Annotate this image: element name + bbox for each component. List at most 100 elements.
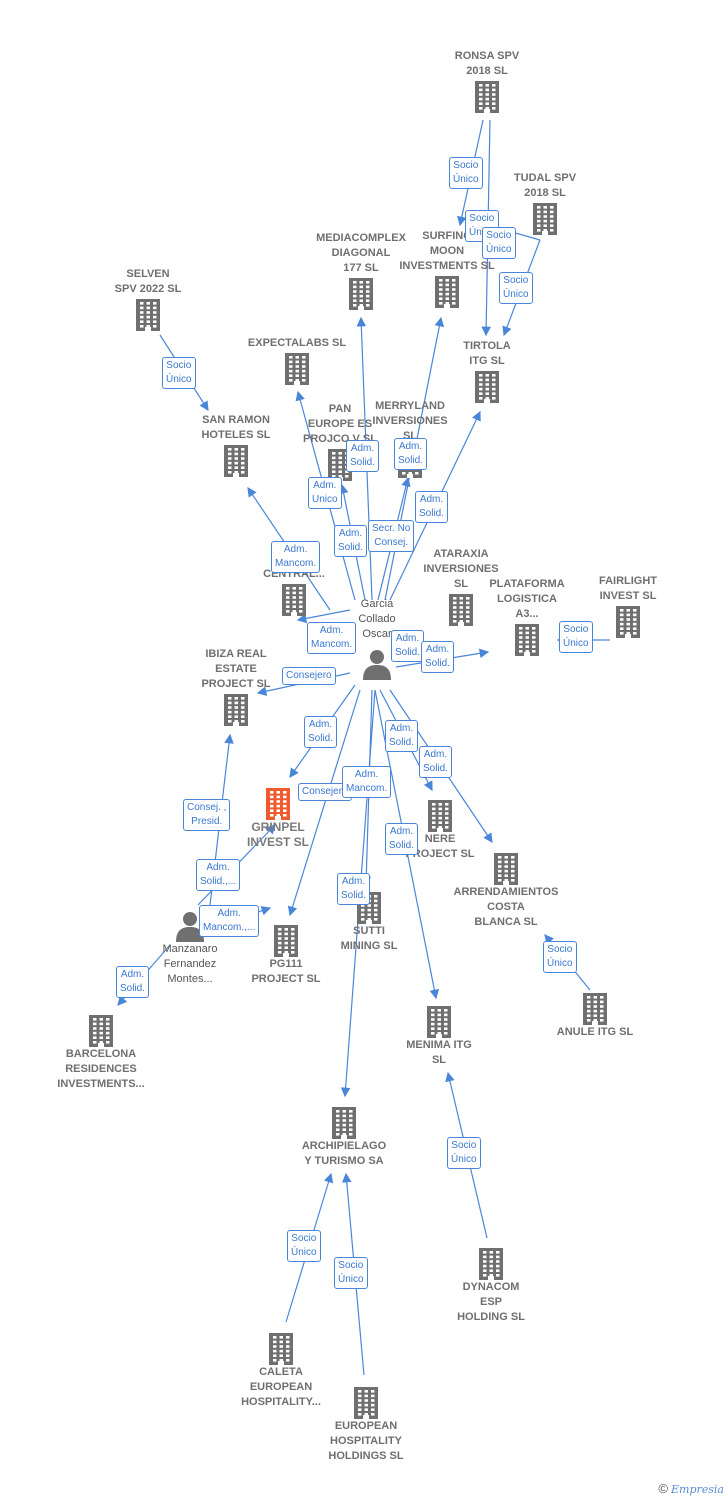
edge-label-garcia-merryland[interactable]: Secr. No Consej. (368, 520, 415, 552)
node-menima[interactable]: MENIMA ITG SL (364, 1004, 514, 1068)
building-icon (224, 445, 248, 477)
edge-line-garcia-pg111 (287, 689, 361, 917)
edge-label-dynacom-menima[interactable]: Socio Único (447, 1137, 481, 1169)
node-selven[interactable]: SELVEN SPV 2022 SL (73, 267, 223, 331)
node-caleta[interactable]: CALETA EUROPEAN HOSPITALITY... (206, 1331, 356, 1410)
edge-label-garcia-expectalabs[interactable]: Adm. Unico (308, 477, 342, 509)
edge-label-garcia-ataraxia[interactable]: Adm. Solid. (391, 630, 425, 662)
node-tudal[interactable]: TUDAL SPV 2018 SL (470, 171, 620, 235)
building-icon (136, 299, 160, 331)
edge-label-garcia-grinpel[interactable]: Adm. Solid. (304, 716, 338, 748)
edge-label-fairlight-plataforma[interactable]: Socio Único (559, 621, 593, 653)
node-label: IBIZA REAL ESTATE PROJECT SL (201, 648, 271, 690)
node-manzanaro[interactable]: Manzanaro Fernandez Montes... (115, 910, 265, 987)
node-label: GRINPEL INVEST SL (246, 820, 309, 849)
node-mediacomplex[interactable]: MEDIACOMPLEX DIAGONAL 177 SL (286, 231, 436, 310)
node-surfing[interactable]: SURFING MOON INVESTMENTS SL (372, 229, 522, 308)
edge-label-caleta-archipielago[interactable]: Socio Único (287, 1230, 321, 1262)
edge-label-selven-sanramon[interactable]: Socio Único (162, 357, 196, 389)
building-icon (475, 371, 499, 403)
node-anule[interactable]: ANULE ITG SL (520, 991, 670, 1040)
building-icon (266, 788, 290, 820)
node-nere[interactable]: NERE PROJECT SL (365, 798, 515, 862)
node-label: ATARAXIA INVERSIONES SL (423, 548, 499, 590)
building-icon (475, 81, 499, 113)
edge-label-garcia-arrendamientos[interactable]: Adm. Solid. (419, 746, 453, 778)
edge-label-garcia-mediacomplex[interactable]: Adm. Solid. (346, 440, 380, 472)
edge-label-garcia-sutti[interactable]: Adm. Mancom. (342, 766, 392, 798)
node-expectalabs[interactable]: EXPECTALABS SL (222, 336, 372, 385)
edge-label-anule-arrendamientos[interactable]: Socio Único (543, 941, 577, 973)
edge-label-manzanaro-barcelona[interactable]: Adm. Solid. (116, 966, 150, 998)
node-label: MERRYLAND INVERSIONES SL (372, 400, 448, 442)
node-ataraxia[interactable]: ATARAXIA INVERSIONES SL (386, 547, 536, 626)
edge-label-garcia-central[interactable]: Adm. Mancom. (307, 622, 357, 654)
edge-label-manzanaro-pg111[interactable]: Adm. Mancom.,... (199, 905, 260, 937)
edge-label-garcia-archipielago[interactable]: Adm. Solid. (337, 873, 371, 905)
building-icon (583, 993, 607, 1025)
building-icon (224, 694, 248, 726)
edge-label-garcia-plataforma[interactable]: Adm. Solid. (421, 641, 455, 673)
node-tirtola[interactable]: TIRTOLA ITG SL (412, 339, 562, 403)
building-icon (282, 584, 306, 616)
building-icon (354, 1387, 378, 1419)
node-label: SUTTI MINING SL (340, 925, 398, 952)
edge-label-tudal-tirtola[interactable]: Socio Único (499, 272, 533, 304)
node-label: ANULE ITG SL (556, 1026, 634, 1038)
building-icon (332, 1107, 356, 1139)
node-dynacom[interactable]: DYNACOM ESP HOLDING SL (416, 1246, 566, 1325)
node-label: RONSA SPV 2018 SL (454, 50, 520, 77)
footer-brand: © Empresia (658, 1481, 724, 1496)
edge-label-garcia-sanramon[interactable]: Adm. Mancom. (271, 541, 321, 573)
building-icon (427, 1006, 451, 1038)
node-barcelona[interactable]: BARCELONA RESIDENCES INVESTMENTS... (26, 1013, 176, 1092)
node-label: MENIMA ITG SL (406, 1039, 472, 1066)
person-icon (363, 650, 391, 680)
node-sanramon[interactable]: SAN RAMON HOTELES SL (161, 413, 311, 477)
edge-label-garcia-surfing[interactable]: Adm. Solid. (394, 438, 428, 470)
edge-label-garcia-menima[interactable]: Adm. Solid. (385, 823, 419, 855)
node-pan[interactable]: PAN EUROPE ES PROJCO V SL (265, 402, 415, 481)
building-icon (428, 800, 452, 832)
node-ronsa[interactable]: RONSA SPV 2018 SL (412, 49, 562, 113)
node-label: SURFING MOON INVESTMENTS SL (399, 230, 495, 272)
edge-label-manzanaro-grinpel[interactable]: Adm. Solid.,... (196, 859, 241, 891)
node-archipielago[interactable]: ARCHIPIELAGO Y TURISMO SA (269, 1105, 419, 1169)
node-label: Garcia Collado Oscar (358, 598, 396, 640)
building-icon (479, 1248, 503, 1280)
node-plataforma[interactable]: PLATAFORMA LOGISTICA A3... (452, 577, 602, 656)
edge-label-garcia-ibiza[interactable]: Consejero (282, 667, 336, 685)
node-label: EUROPEAN HOSPITALITY HOLDINGS SL (328, 1420, 404, 1462)
node-pg111[interactable]: PG111 PROJECT SL (211, 923, 361, 987)
node-garcia[interactable]: Garcia Collado Oscar (302, 597, 452, 680)
node-arrendamientos[interactable]: ARRENDAMIENTOS COSTA BLANCA SL (431, 851, 581, 930)
node-label: DYNACOM ESP HOLDING SL (457, 1281, 525, 1323)
node-label: SAN RAMON HOTELES SL (201, 414, 271, 441)
edge-label-tudal-surfing[interactable]: Socio Único (482, 227, 516, 259)
node-label: SELVEN SPV 2022 SL (114, 268, 182, 295)
building-icon (349, 278, 373, 310)
edge-label-garcia-tirtola[interactable]: Adm. Solid. (415, 491, 449, 523)
node-ibiza[interactable]: IBIZA REAL ESTATE PROJECT SL (161, 647, 311, 726)
node-european[interactable]: EUROPEAN HOSPITALITY HOLDINGS SL (291, 1385, 441, 1464)
node-label: ARCHIPIELAGO Y TURISMO SA (301, 1140, 387, 1167)
edge-label-ronsa-surfing[interactable]: Socio Único (449, 157, 483, 189)
node-label: ARRENDAMIENTOS COSTA BLANCA SL (453, 886, 559, 928)
node-label: FAIRLIGHT INVEST SL (598, 575, 658, 602)
building-icon (89, 1015, 113, 1047)
node-grinpel[interactable]: GRINPEL INVEST SL (203, 786, 353, 850)
edge-label-european-archipielago[interactable]: Socio Único (334, 1257, 368, 1289)
building-icon (533, 203, 557, 235)
edge-label-garcia-pan[interactable]: Adm. Solid. (334, 525, 368, 557)
building-icon (274, 925, 298, 957)
copyright-icon: © (658, 1481, 668, 1496)
building-icon (285, 353, 309, 385)
person-icon (176, 912, 204, 942)
node-fairlight[interactable]: FAIRLIGHT INVEST SL (553, 574, 703, 638)
building-icon (515, 624, 539, 656)
node-label: BARCELONA RESIDENCES INVESTMENTS... (57, 1048, 145, 1090)
edge-label-garcia-nere[interactable]: Adm. Solid. (385, 720, 419, 752)
node-label: PG111 PROJECT SL (251, 958, 321, 985)
node-label: PAN EUROPE ES PROJCO V SL (303, 403, 377, 445)
edge-label-manzanaro-ibiza[interactable]: Consej. , Presid. (183, 799, 231, 831)
